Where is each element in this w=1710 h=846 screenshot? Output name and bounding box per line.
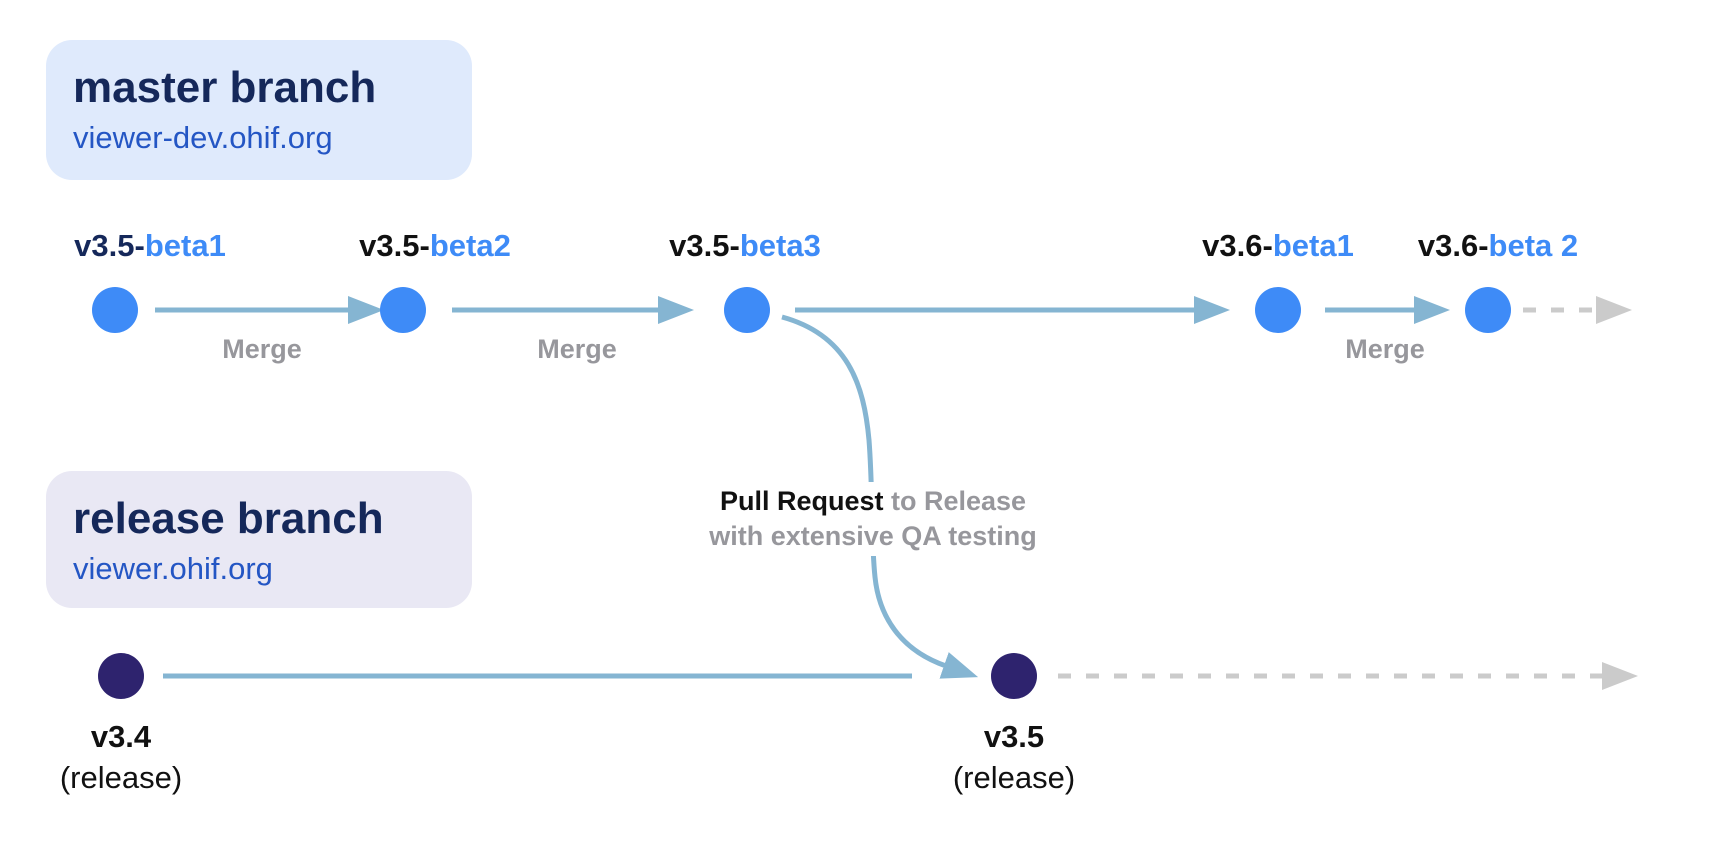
- release-branch-url: viewer.ohif.org: [73, 551, 273, 587]
- release-tag-v35: (release): [952, 760, 1076, 795]
- release-branch-badge: release branch viewer.ohif.org: [46, 471, 472, 608]
- commit-version-prefix: v3.5-: [74, 228, 145, 263]
- merge-label-1: Merge: [222, 334, 302, 364]
- master-branch-title: master branch: [73, 63, 377, 112]
- pull-request-note-bold: Pull Request: [719, 486, 884, 516]
- commit-label-v36-beta1: v3.6-beta1: [1202, 228, 1354, 264]
- release-label-v34: v3.4: [90, 719, 152, 754]
- pull-request-note-line2: with extensive QA testing: [709, 521, 1037, 551]
- commit-beta-suffix: beta3: [739, 228, 821, 263]
- commit-version-prefix: v3.5-: [669, 228, 740, 263]
- master-branch-badge: master branch viewer-dev.ohif.org: [46, 40, 472, 180]
- commit-beta-suffix: beta1: [1272, 228, 1354, 263]
- commit-beta-suffix: beta 2: [1488, 228, 1579, 263]
- commit-dot-v36-beta1: [1255, 287, 1301, 333]
- release-label-v35: v3.5: [983, 719, 1045, 754]
- commit-label-v35-beta3: v3.5-beta3: [669, 228, 821, 264]
- commit-version-prefix: v3.5-: [359, 228, 430, 263]
- commit-beta-suffix: beta1: [144, 228, 226, 263]
- commit-dot-v35-beta3: [724, 287, 770, 333]
- merge-label-2: Merge: [537, 334, 617, 364]
- commit-label-v35-beta2: v3.5-beta2: [359, 228, 511, 264]
- release-dot-v35: [991, 653, 1037, 699]
- merge-label-3: Merge: [1345, 334, 1425, 364]
- release-dot-v34: [98, 653, 144, 699]
- pull-request-note: Pull Request to Release with extensive Q…: [699, 482, 1047, 556]
- commit-version-prefix: v3.6-: [1202, 228, 1273, 263]
- commit-label-v36-beta2: v3.6-beta 2: [1418, 228, 1578, 264]
- commit-version-prefix: v3.6-: [1417, 228, 1489, 263]
- master-branch-url: viewer-dev.ohif.org: [73, 120, 333, 156]
- pull-request-note-line1: Pull Request to Release: [709, 484, 1037, 519]
- commit-label-v35-beta1: v3.5-beta1: [74, 228, 226, 264]
- commit-beta-suffix: beta2: [429, 228, 511, 263]
- commit-dot-v35-beta1: [92, 287, 138, 333]
- release-tag-v34: (release): [59, 760, 183, 795]
- pull-request-note-rest: to Release: [883, 486, 1027, 516]
- commit-dot-v36-beta2: [1465, 287, 1511, 333]
- commit-dot-v35-beta2: [380, 287, 426, 333]
- release-branch-title: release branch: [73, 494, 384, 543]
